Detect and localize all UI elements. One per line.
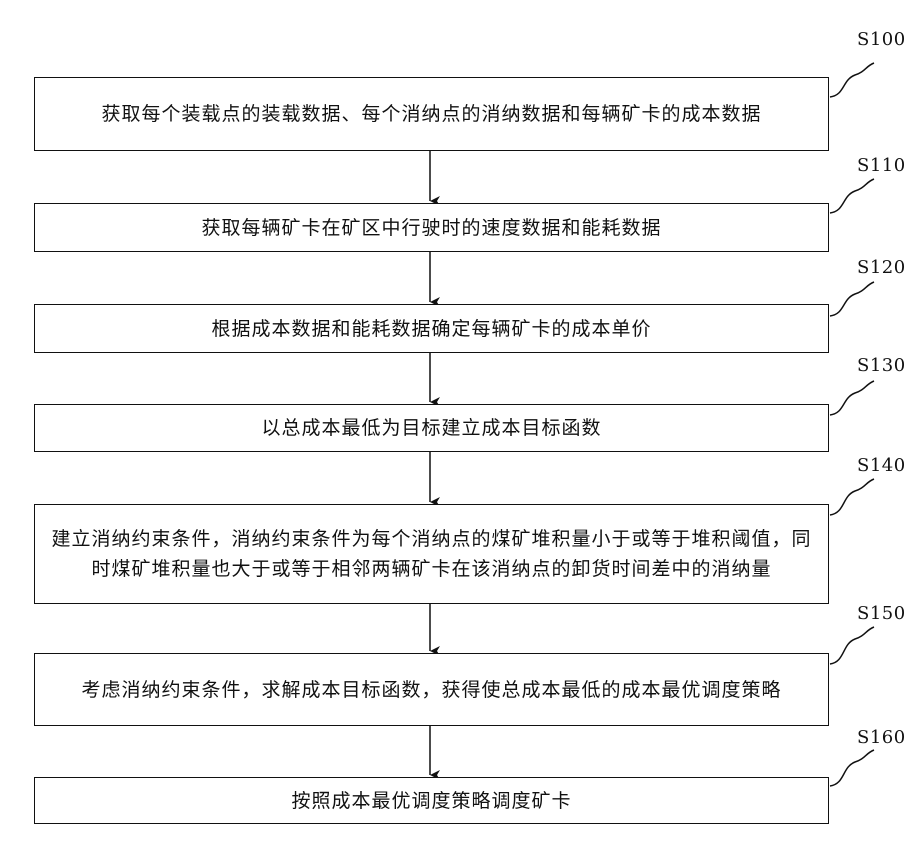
leader-s150	[830, 627, 874, 664]
step-label-s160: S160	[857, 728, 906, 748]
step-label-s150: S150	[857, 604, 906, 624]
step-box-s120: 根据成本数据和能耗数据确定每辆矿卡的成本单价	[34, 304, 829, 353]
step-text-s130: 以总成本最低为目标建立成本目标函数	[261, 413, 601, 443]
step-box-s150: 考虑消纳约束条件，求解成本目标函数，获得使总成本最低的成本最优调度策略	[34, 653, 829, 726]
step-box-s110: 获取每辆矿卡在矿区中行驶时的速度数据和能耗数据	[34, 203, 829, 252]
step-text-s160: 按照成本最优调度策略调度矿卡	[291, 786, 571, 816]
step-label-s140: S140	[857, 456, 906, 476]
step-text-s140: 建立消纳约束条件，消纳约束条件为每个消纳点的煤矿堆积量小于或等于堆积阈值，同时煤…	[49, 524, 814, 584]
step-label-s110: S110	[857, 156, 906, 176]
step-text-s120: 根据成本数据和能耗数据确定每辆矿卡的成本单价	[211, 314, 651, 344]
leader-s130	[830, 381, 874, 415]
step-label-s100: S100	[857, 30, 906, 50]
leader-s110	[830, 179, 874, 213]
leader-s160	[830, 750, 874, 786]
step-text-s150: 考虑消纳约束条件，求解成本目标函数，获得使总成本最低的成本最优调度策略	[81, 675, 781, 705]
step-box-s160: 按照成本最优调度策略调度矿卡	[34, 777, 829, 824]
step-text-s110: 获取每辆矿卡在矿区中行驶时的速度数据和能耗数据	[201, 213, 661, 243]
step-label-s130: S130	[857, 356, 906, 376]
step-box-s130: 以总成本最低为目标建立成本目标函数	[34, 404, 829, 452]
leader-s140	[830, 479, 874, 515]
leader-s100	[830, 63, 874, 97]
step-box-s140: 建立消纳约束条件，消纳约束条件为每个消纳点的煤矿堆积量小于或等于堆积阈值，同时煤…	[34, 504, 829, 604]
leader-s120	[830, 282, 874, 316]
step-text-s100: 获取每个装载点的装载数据、每个消纳点的消纳数据和每辆矿卡的成本数据	[101, 99, 761, 129]
step-label-s120: S120	[857, 258, 906, 278]
step-box-s100: 获取每个装载点的装载数据、每个消纳点的消纳数据和每辆矿卡的成本数据	[34, 77, 829, 151]
